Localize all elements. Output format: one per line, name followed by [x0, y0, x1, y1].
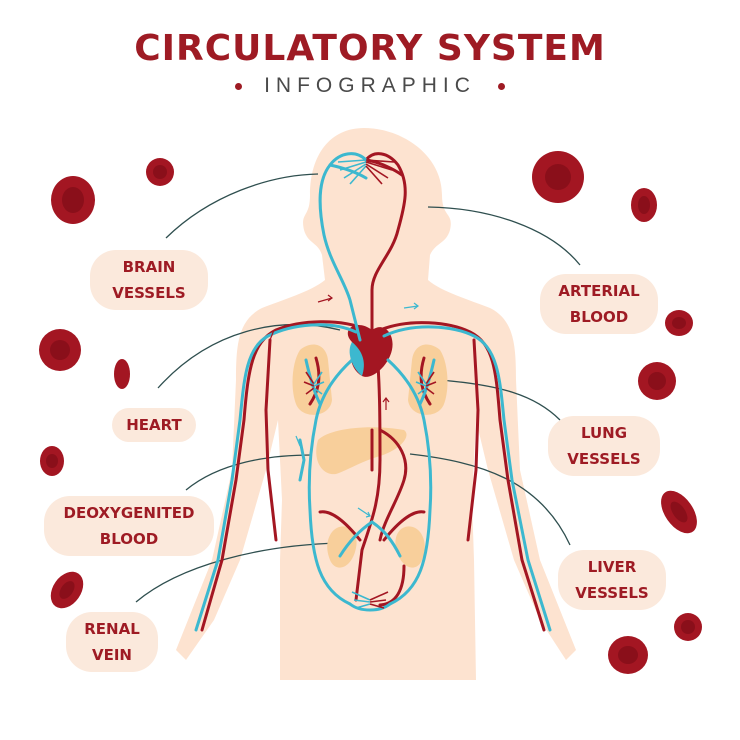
subtitle-dot-right	[497, 82, 505, 90]
blood-cell-icon	[661, 490, 697, 534]
label-heart: HEART	[112, 408, 196, 442]
label-deoxygenited-blood: DEOXYGENITED BLOOD	[44, 496, 214, 556]
arrow-icon	[382, 397, 390, 410]
blood-cell-icon	[674, 613, 702, 641]
left-kidney	[327, 526, 357, 568]
veins	[194, 152, 552, 632]
leader-line-liver	[409, 453, 571, 546]
label-arterial-blood-line2: BLOOD	[569, 308, 629, 326]
label-lung-vessels: LUNG VESSELS	[548, 416, 660, 476]
blood-cell-icon	[40, 446, 64, 476]
subtitle-text: INFOGRAPHIC	[264, 74, 476, 97]
leader-line-lung	[439, 379, 561, 421]
blood-cell-icon	[532, 151, 584, 203]
label-renal-vein-line1: RENAL	[84, 620, 140, 638]
arrow-icon	[295, 435, 301, 447]
label-deoxygenited-blood-line2: BLOOD	[99, 530, 159, 548]
body-silhouette	[176, 128, 576, 680]
page-title: CIRCULATORY SYSTEM	[134, 28, 606, 69]
blood-cell-icon	[39, 329, 81, 371]
liver	[316, 427, 407, 475]
arrow-icon	[269, 329, 275, 341]
subtitle-dot-left	[235, 82, 243, 90]
label-brain-vessels-line1: BRAIN	[122, 258, 176, 276]
blood-cell-icon	[638, 362, 676, 400]
label-renal-vein: RENAL VEIN	[66, 612, 158, 672]
label-lung-vessels-line1: LUNG	[580, 424, 628, 442]
label-liver-vessels: LIVER VESSELS	[558, 550, 666, 610]
blood-cell-icon	[608, 636, 648, 674]
blood-cell-icon	[51, 176, 95, 224]
leader-line-arterial	[427, 206, 581, 266]
arrow-icon	[317, 294, 333, 303]
label-liver-vessels-line1: LIVER	[587, 558, 637, 576]
blood-cell-icon	[631, 188, 657, 222]
leader-line-deoxygenited	[185, 454, 313, 491]
label-deoxygenited-blood-line1: DEOXYGENITED	[63, 504, 195, 522]
right-kidney	[395, 526, 425, 568]
blood-cell-icon	[114, 359, 130, 389]
leader-line-renal	[135, 542, 341, 603]
label-brain-vessels: BRAIN VESSELS	[90, 250, 208, 310]
arrow-icon	[403, 302, 419, 310]
label-lung-vessels-line2: VESSELS	[567, 450, 641, 468]
label-heart-line1: HEART	[126, 416, 182, 434]
page-subtitle: INFOGRAPHIC	[0, 74, 740, 98]
flow-arrows	[269, 294, 419, 518]
arrow-icon	[357, 507, 371, 518]
leader-line-brain	[165, 173, 319, 239]
label-renal-vein-line2: VEIN	[92, 646, 132, 664]
label-liver-vessels-line2: VESSELS	[575, 584, 649, 602]
capillary-beds	[303, 159, 437, 609]
blood-cell-icon	[146, 158, 174, 186]
blood-cell-icon	[665, 310, 693, 336]
blood-cells	[39, 151, 702, 674]
blood-cell-icon	[50, 571, 84, 609]
label-arterial-blood: ARTERIAL BLOOD	[540, 274, 658, 334]
label-arterial-blood-line1: ARTERIAL	[558, 282, 640, 300]
label-brain-vessels-line2: VESSELS	[112, 284, 186, 302]
